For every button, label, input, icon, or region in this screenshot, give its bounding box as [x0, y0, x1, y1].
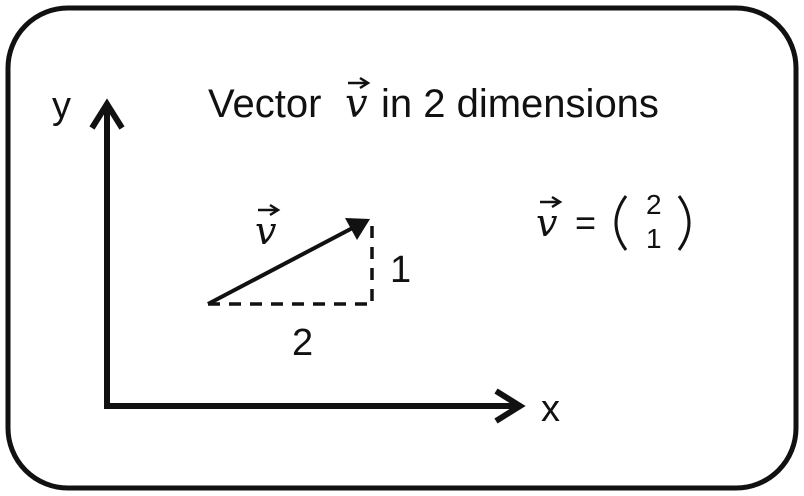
horizontal-component-label: 2 [292, 322, 313, 364]
matrix-bottom-value: 1 [646, 223, 662, 254]
title: Vector [208, 82, 321, 126]
matrix-top-value: 2 [646, 189, 662, 220]
vertical-component-label: 1 [390, 249, 411, 291]
equation-vector-symbol: v [536, 195, 563, 245]
title-suffix: in 2 dimensions [381, 82, 659, 126]
title-prefix: Vector [208, 82, 321, 126]
y-axis-label: y [52, 85, 71, 127]
equation: v = 2 1 [536, 189, 691, 254]
right-parenthesis [677, 195, 691, 251]
y-axis [89, 98, 125, 406]
vector-arrow-label: v [255, 203, 281, 253]
title-vector-symbol: v [345, 76, 371, 127]
x-axis-label: x [541, 388, 560, 430]
vector-arrow [207, 218, 370, 306]
left-parenthesis [614, 195, 628, 251]
equation-symbol: v [536, 201, 558, 245]
title-symbol: v [345, 81, 368, 127]
vector-symbol: v [255, 209, 277, 253]
x-axis [104, 388, 526, 424]
equation-equals: = [575, 202, 596, 243]
frame-border [5, 5, 799, 491]
